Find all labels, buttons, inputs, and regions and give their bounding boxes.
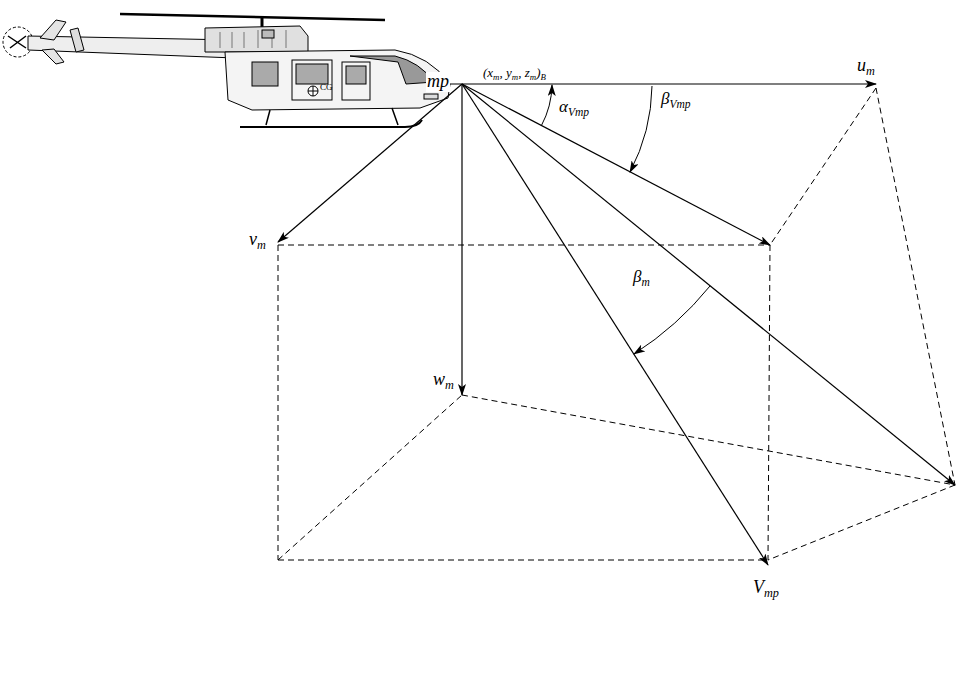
point-label: mp: [426, 72, 450, 92]
symbol: mp: [427, 71, 449, 91]
symbol: β: [633, 267, 641, 286]
helicopter: [3, 14, 450, 127]
symbol: V: [753, 577, 764, 597]
subscript: m: [257, 238, 266, 252]
subscript: Vmp: [568, 106, 589, 119]
symbol: β: [661, 89, 669, 108]
subscript: m: [530, 72, 536, 82]
axis-label: um: [856, 56, 876, 79]
subscript: m: [512, 72, 518, 82]
symbol: u: [857, 55, 866, 75]
symbol: v: [249, 229, 257, 249]
subscript: B: [540, 72, 545, 82]
subscript: m: [493, 72, 499, 82]
symbol: , y: [500, 65, 512, 80]
subscript: m: [641, 276, 649, 289]
symbol: (x: [483, 65, 493, 80]
projection-box: [278, 88, 955, 560]
axis-label: wm: [432, 370, 455, 393]
symbol: α: [559, 97, 568, 116]
subscript: m: [866, 64, 875, 78]
symbol: , z: [518, 65, 530, 80]
angle-label: βVmp: [660, 90, 692, 112]
subscript: Vmp: [669, 98, 690, 111]
angle-label: αVmp: [558, 98, 590, 120]
cg-label: CG: [319, 83, 334, 93]
symbol: ): [536, 65, 540, 80]
velocity-vectors: [278, 84, 955, 565]
angle-label: βm: [632, 268, 651, 290]
subscript: mp: [764, 586, 779, 600]
coordinate-label: (xm, ym, zm)B: [482, 66, 547, 83]
symbol: CG: [320, 82, 333, 92]
symbol: w: [433, 369, 445, 389]
axis-label: vm: [248, 230, 267, 253]
vector-label: Vmp: [752, 578, 780, 601]
angle-arcs: [541, 85, 710, 354]
subscript: m: [445, 378, 454, 392]
